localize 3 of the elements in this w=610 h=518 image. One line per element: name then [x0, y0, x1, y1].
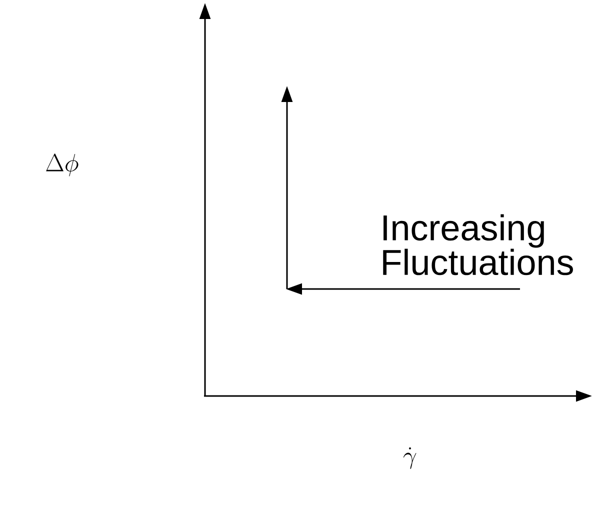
axis-label: $\Delta\phi$	[46, 154, 78, 176]
axis-label: $\dot{\gamma}$	[403, 447, 416, 470]
annotation-text: Increasing Fluctuations	[383, 214, 573, 276]
